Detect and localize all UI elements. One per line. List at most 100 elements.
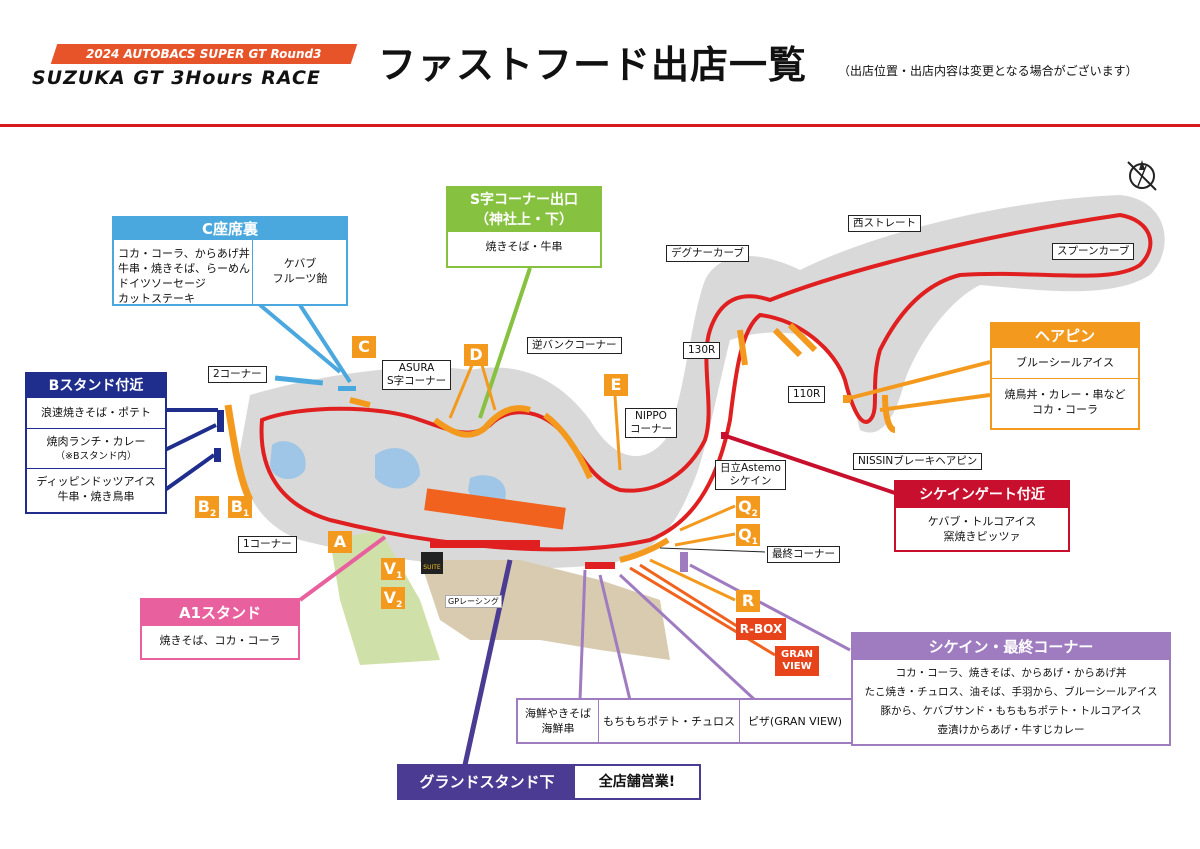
box-b-stand-row2: 焼肉ランチ・カレー （※Bスタンド内） xyxy=(27,428,165,468)
label-110r: 110R xyxy=(788,386,826,403)
box-c-seat: C座席裏 コカ・コーラ、からあげ丼 牛串・焼きそば、らーめん ドイツソーセージ … xyxy=(112,216,348,306)
box-shicane-gate-title: シケインゲート付近 xyxy=(896,482,1068,508)
box-shicane-last-items: コカ・コーラ、焼きそば、からあげ・からあげ丼 たこ焼き・チュロス、油そば、手羽か… xyxy=(864,667,1158,736)
box-a1-stand: A1スタンド 焼きそば、コカ・コーラ xyxy=(140,598,300,660)
badge-q1: Q1 xyxy=(736,524,760,547)
stand-orange-6 xyxy=(787,322,818,353)
box-grand-stand-items: 全店舗営業! xyxy=(598,774,676,790)
page-note: （出店位置・出店内容は変更となる場合がございます） xyxy=(838,64,1138,78)
badge-a: A xyxy=(328,531,352,553)
leader-corner-last xyxy=(659,547,766,553)
leader-d-1 xyxy=(448,364,474,419)
stand-orange-hairpin xyxy=(843,395,851,403)
box-a1-stand-title: A1スタンド xyxy=(142,600,298,626)
box-hairpin-title: ヘアピン xyxy=(992,324,1138,348)
logo-event-name: SUZUKA GT 3Hours RACE xyxy=(32,67,321,89)
leader-b-2 xyxy=(164,423,217,452)
box-hairpin-row1: ブルーシールアイス xyxy=(1016,356,1114,369)
leader-hairpin-2 xyxy=(879,393,991,412)
box-grand-divider-1 xyxy=(598,700,599,742)
box-shicane-last: シケイン・最終コーナー コカ・コーラ、焼きそば、からあげ・からあげ丼 たこ焼き・… xyxy=(851,632,1171,746)
leader-c-seat-1 xyxy=(258,303,342,374)
box-grand-stand-title: グランドスタンド下 xyxy=(399,766,575,798)
label-degner: デグナーカーブ xyxy=(666,245,749,262)
label-spoon: スプーンカーブ xyxy=(1052,243,1135,260)
badge-b2: B2 xyxy=(195,496,219,519)
box-shicane-gate: シケインゲート付近 ケバブ・トルコアイス 窯焼きピッツァ xyxy=(894,480,1070,552)
leader-s-corner xyxy=(478,267,532,419)
label-nippo: NIPPO コーナー xyxy=(625,408,677,438)
badge-d: D xyxy=(464,344,488,366)
box-grand-stand: グランドスタンド下 全店舗営業! xyxy=(397,764,701,800)
label-gyaku-bank: 逆バンクコーナー xyxy=(527,337,622,354)
box-grand-items: 海鮮やきそば 海鮮串 もちもちポテト・チュロス ピザ(GRAN VIEW) xyxy=(516,698,853,744)
label-corner2: 2コーナー xyxy=(208,366,267,383)
stand-purple-1 xyxy=(680,552,688,572)
label-hitachi-shicane: 日立Astemo シケイン xyxy=(715,460,786,490)
box-grand-item-potato: もちもちポテト・チュロス xyxy=(603,715,735,728)
stand-blue-1 xyxy=(274,375,324,386)
leader-c-seat-2 xyxy=(298,303,352,384)
box-shicane-last-title: シケイン・最終コーナー xyxy=(853,634,1169,660)
badge-b1: B1 xyxy=(228,496,252,519)
leader-orange-gran xyxy=(629,566,776,657)
box-b-stand-title: Bスタンド付近 xyxy=(27,374,165,398)
pond-2 xyxy=(375,447,420,489)
leader-shicane-gate xyxy=(725,434,896,495)
box-b-stand-row1: 浪速焼きそば・ポテト xyxy=(41,406,151,419)
leader-purple-3 xyxy=(618,573,757,702)
event-logo: 2024 AUTOBACS SUPER GT Round3 SUZUKA GT … xyxy=(32,44,362,90)
label-gp-sign: GPレーシング xyxy=(445,595,502,608)
stand-orange-8 xyxy=(619,537,670,563)
stand-navy-1 xyxy=(217,410,224,432)
box-c-seat-divider xyxy=(252,240,253,304)
stand-blue-2 xyxy=(338,386,356,391)
box-hairpin-row2: 焼鳥丼・カレー・串など コカ・コーラ xyxy=(992,378,1138,417)
grandstand-red-1 xyxy=(430,540,540,548)
leader-grand xyxy=(462,559,513,766)
box-s-corner: S字コーナー出口 （神社上・下） 焼きそば・牛串 xyxy=(446,186,602,268)
badge-q2: Q2 xyxy=(736,496,760,519)
label-corner1: 1コーナー xyxy=(238,536,297,553)
leader-b-3 xyxy=(163,453,216,492)
badge-v1: V1 xyxy=(381,558,405,581)
stand-orange-3 xyxy=(543,412,593,480)
leader-q1 xyxy=(674,532,736,547)
box-b-stand-row3: ディッピンドッツアイス 牛串・焼き鳥串 xyxy=(27,468,165,504)
leader-a1 xyxy=(298,535,387,602)
stand-orange-7 xyxy=(882,394,896,433)
badge-c: C xyxy=(352,336,376,358)
suite-logo: SUITE xyxy=(421,552,443,574)
pond-1 xyxy=(270,441,306,480)
leader-q2 xyxy=(679,504,736,532)
leader-hairpin-1 xyxy=(849,360,991,400)
label-last-corner: 最終コーナー xyxy=(767,546,840,563)
badge-r-box: R-BOX xyxy=(736,618,786,640)
page-title: ファストフード出店一覧 xyxy=(378,43,808,87)
stand-orange-2 xyxy=(433,405,531,438)
box-c-seat-right: ケバブ フルーツ飴 xyxy=(272,257,328,285)
box-shicane-gate-items: ケバブ・トルコアイス 窯焼きピッツァ xyxy=(927,515,1037,543)
box-s-corner-items: 焼きそば・牛串 xyxy=(485,240,563,253)
stand-orange-4 xyxy=(737,329,748,366)
box-grand-divider-2 xyxy=(739,700,740,742)
badge-e: E xyxy=(604,374,628,396)
badge-v2: V2 xyxy=(381,587,405,610)
box-s-corner-title: S字コーナー出口 （神社上・下） xyxy=(448,188,600,232)
box-grand-item-pizza: ピザ(GRAN VIEW) xyxy=(747,715,843,728)
header-divider xyxy=(0,124,1200,127)
leader-purple-2 xyxy=(598,574,632,701)
label-asura-s-corner: ASURA S字コーナー xyxy=(382,360,452,390)
leader-d-2 xyxy=(480,364,497,411)
grandstand-red-2 xyxy=(585,562,615,569)
leader-e xyxy=(613,395,622,471)
stand-navy-2 xyxy=(214,448,221,462)
box-c-seat-left: コカ・コーラ、からあげ丼 牛串・焼きそば、らーめん ドイツソーセージ カットステ… xyxy=(118,247,250,305)
pit-building xyxy=(424,488,566,530)
label-nishi-straight: 西ストレート xyxy=(848,215,921,232)
badge-r: R xyxy=(736,590,760,612)
box-c-seat-title: C座席裏 xyxy=(114,218,346,240)
box-hairpin: ヘアピン ブルーシールアイス 焼鳥丼・カレー・串など コカ・コーラ xyxy=(990,322,1140,430)
paddock-area xyxy=(420,560,670,660)
